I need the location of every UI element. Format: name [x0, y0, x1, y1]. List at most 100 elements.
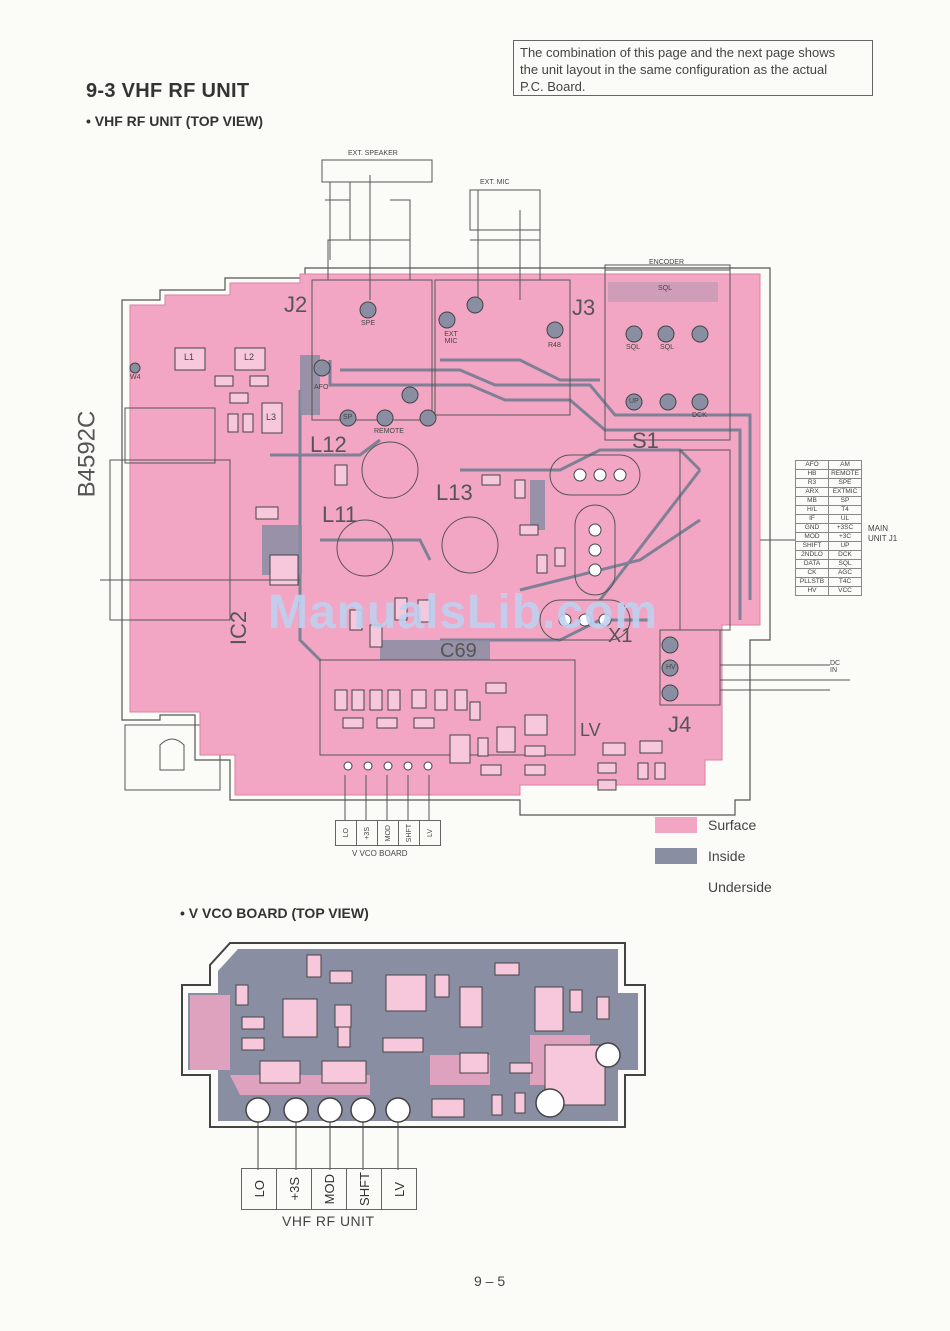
x1-label: X1 — [608, 625, 633, 647]
bracket-outline — [124, 724, 221, 791]
legend-inside-swatch — [655, 848, 697, 864]
connector-right-signal: UL — [828, 514, 862, 524]
remote-pad-label: REMOTE — [374, 428, 404, 435]
vco-pin-bottom-lv: LV — [391, 1181, 407, 1197]
vco-pin-top-shft: SHFT — [405, 823, 413, 843]
connector-right-signal: +3SC — [828, 523, 862, 533]
top-view-title: • VHF RF UNIT (TOP VIEW) — [86, 113, 264, 129]
vco-pin-bottom-shft: SHFT — [356, 1172, 372, 1206]
connector-left-signal: PLLSTB — [795, 577, 829, 587]
j2-label: J2 — [284, 292, 308, 317]
ext-mic-label: EXT. MIC — [480, 179, 510, 186]
connector-right-signal: AGC — [828, 568, 862, 578]
ic2-label: IC2 — [226, 610, 252, 646]
vco-pin-bottom-3s: +3S — [286, 1177, 302, 1201]
connector-left-signal: IF — [795, 514, 829, 524]
ext-mic-pad-label: EXT MIC — [444, 331, 458, 345]
dck-pad-label: DCK — [692, 412, 707, 419]
pads — [129, 296, 709, 702]
connector-left-signal: MOD — [795, 532, 829, 542]
smd-components — [174, 347, 666, 791]
note-line-1: The combination of this page and the nex… — [520, 45, 836, 60]
afo-pad-label: AFO — [314, 384, 329, 391]
note-line-3: P.C. Board. — [520, 79, 586, 94]
connector-right-signal: SP — [828, 496, 862, 506]
c69-label: C69 — [440, 640, 477, 662]
vco-pin-bottom-mod: MOD — [321, 1173, 337, 1205]
legend-inside-label: Inside — [708, 848, 746, 864]
connector-left-signal: DATA — [795, 559, 829, 569]
note-line-2: the unit layout in the same configuratio… — [520, 62, 828, 77]
page-number: 9 – 5 — [474, 1273, 506, 1289]
encoder-label: ENCODER — [649, 259, 685, 266]
connector-right-signal: REMOTE — [828, 469, 862, 479]
sql-pad-a-label: SQL — [626, 344, 641, 351]
l12-label: L12 — [310, 432, 347, 457]
vco-pin-top-lv: LV — [426, 828, 434, 838]
connector-left-signal: HB — [795, 469, 829, 479]
connector-left-signal: MB — [795, 496, 829, 506]
connector-right-signal: AM — [828, 460, 862, 470]
connector-left-signal: ARX — [795, 487, 829, 497]
layout-note: The combination of this page and the nex… — [513, 40, 873, 96]
sql-pot-label: SQL — [658, 285, 673, 292]
connector-left-signal: CK — [795, 568, 829, 578]
vco-board-pcb — [181, 942, 646, 1170]
w4-label: W4 — [130, 374, 141, 381]
traces — [270, 358, 752, 662]
s1-label: S1 — [632, 428, 659, 453]
sp-pad-label: SP — [343, 414, 353, 421]
connector-left-signal: HV — [795, 586, 829, 596]
switch-pads — [343, 468, 627, 771]
legend-surface-swatch — [655, 817, 697, 833]
spe-pad-label: SPE — [361, 320, 376, 327]
connector-left-signal: GND — [795, 523, 829, 533]
dc-in-label: DC IN — [830, 660, 841, 674]
connector-right-signal: DCK — [828, 550, 862, 560]
vco-view-title: • V VCO BOARD (TOP VIEW) — [180, 905, 369, 921]
hv-pad-label: HV — [666, 664, 676, 671]
connector-right-signal: UP — [828, 541, 862, 551]
j4-label: J4 — [668, 712, 692, 737]
component-outlines — [109, 269, 731, 756]
hatch-lines — [100, 579, 430, 820]
r48-pad-label: R48 — [548, 342, 561, 349]
sql-pad-b-label: SQL — [660, 344, 675, 351]
speaker-wiring — [321, 159, 850, 691]
l13-label: L13 — [436, 480, 473, 505]
vco-board-label: V VCO BOARD — [352, 849, 408, 858]
l1-label: L1 — [184, 352, 195, 362]
legend-surface-label: Surface — [708, 817, 757, 833]
bracket-hook — [159, 738, 185, 771]
connector-right-signal: T4C — [828, 577, 862, 587]
vco-pin-bottom-lo: LO — [251, 1180, 267, 1198]
surface-area — [129, 273, 761, 796]
connector-left-signal: 2NDLO — [795, 550, 829, 560]
connector-right-signal: T4 — [828, 505, 862, 515]
connector-row: MOD+3C — [795, 532, 862, 542]
lv-label: LV — [580, 720, 601, 740]
connector-right-signal: EXTMIC — [828, 487, 862, 497]
connector-left-signal: R3 — [795, 478, 829, 488]
vco-pin-box-top: LO +3S MOD SHFT LV — [335, 820, 441, 846]
vco-pin-top-lo: LO — [342, 828, 350, 838]
j3-label: J3 — [572, 295, 596, 320]
vco-pin-box-bottom: LO +3S MOD SHFT LV — [241, 1168, 417, 1210]
vhf-rf-unit-label: VHF RF UNIT — [282, 1213, 375, 1229]
vhf-rf-unit-pcb — [100, 159, 850, 820]
section-title: 9-3 VHF RF UNIT — [86, 80, 250, 102]
connector-left-signal: AFO — [795, 460, 829, 470]
watermark: ManualsLib.com — [268, 586, 659, 639]
